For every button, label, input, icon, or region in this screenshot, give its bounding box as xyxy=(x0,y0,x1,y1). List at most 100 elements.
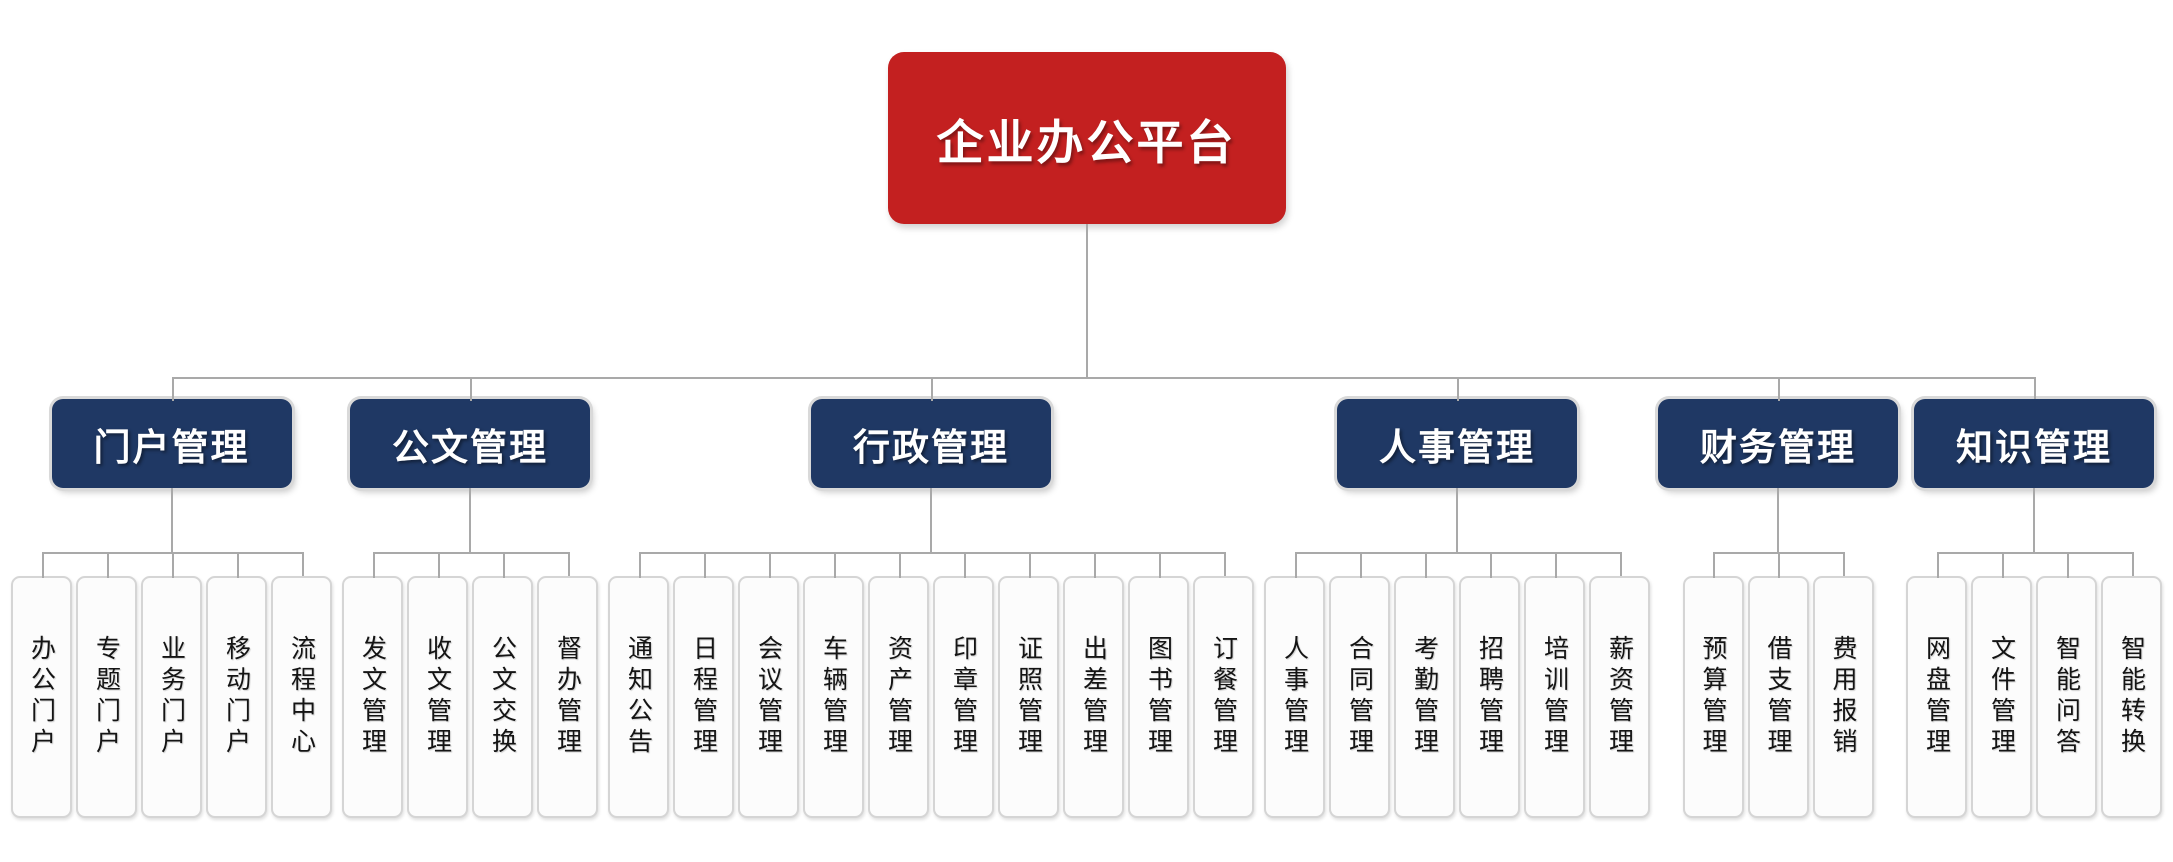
leaf-label: 发文管理 xyxy=(358,635,387,759)
leaf-cell: 车辆管理 xyxy=(801,552,866,818)
leaf-label: 合同管理 xyxy=(1345,635,1374,759)
section-label: 门户管理 xyxy=(93,426,250,468)
leaf-label: 费用报销 xyxy=(1829,635,1857,759)
leaf-row: 预算管理 借支管理 费用报销 xyxy=(1681,552,1876,818)
leaf-label: 预算管理 xyxy=(1699,635,1727,759)
connector-root-stem xyxy=(1085,224,1088,377)
leaf-cell: 文件管理 xyxy=(1969,552,2034,818)
leaf-cell: 借支管理 xyxy=(1745,552,1811,818)
leaf-node: 收文管理 xyxy=(407,576,468,818)
leaf-node: 流程中心 xyxy=(271,576,332,818)
leaf-cell: 收文管理 xyxy=(405,552,470,818)
leaf-cell: 考勤管理 xyxy=(1392,552,1457,818)
leaf-cell: 督办管理 xyxy=(535,552,600,818)
leaf-label: 专题门户 xyxy=(92,635,121,759)
leaf-label: 考勤管理 xyxy=(1410,635,1439,759)
section-label: 财务管理 xyxy=(1700,426,1856,468)
leaf-cell: 订餐管理 xyxy=(1191,552,1256,818)
leaf-cell: 发文管理 xyxy=(340,552,405,818)
leaf-label: 车辆管理 xyxy=(819,635,848,759)
branch-hr-management: 人事管理 人事管理 合同管理 考勤管理 招聘管理 培训管理 薪资管理 xyxy=(1259,377,1655,818)
leaf-cell: 培训管理 xyxy=(1522,552,1587,818)
section-label: 人事管理 xyxy=(1379,426,1535,468)
leaf-cell: 人事管理 xyxy=(1262,552,1327,818)
leaf-label: 资产管理 xyxy=(884,635,913,759)
leaf-node: 车辆管理 xyxy=(803,576,864,818)
section-node-finance-management: 财务管理 xyxy=(1658,399,1898,488)
leaf-label: 办公门户 xyxy=(27,635,56,759)
leaf-label: 人事管理 xyxy=(1280,635,1309,759)
leaf-row: 人事管理 合同管理 考勤管理 招聘管理 培训管理 薪资管理 xyxy=(1262,552,1652,818)
leaf-cell: 移动门户 xyxy=(204,552,269,818)
leaf-node: 日程管理 xyxy=(673,576,734,818)
branch-knowledge-management: 知识管理 网盘管理 文件管理 智能问答 智能转换 xyxy=(1901,377,2167,818)
leaf-label: 薪资管理 xyxy=(1605,635,1634,759)
leaf-node: 考勤管理 xyxy=(1394,576,1455,818)
leaf-cell: 智能问答 xyxy=(2034,552,2099,818)
leaf-cell: 资产管理 xyxy=(866,552,931,818)
leaf-node: 人事管理 xyxy=(1264,576,1325,818)
leaf-row: 办公门户 专题门户 业务门户 移动门户 流程中心 xyxy=(9,552,334,818)
leaf-node: 会议管理 xyxy=(738,576,799,818)
section-node-knowledge-management: 知识管理 xyxy=(1914,399,2154,488)
leaf-cell: 公文交换 xyxy=(470,552,535,818)
connector-stem xyxy=(930,488,932,552)
leaf-label: 收文管理 xyxy=(423,635,452,759)
connector-stem xyxy=(170,488,173,552)
leaf-row: 网盘管理 文件管理 智能问答 智能转换 xyxy=(1904,552,2164,818)
connector-stem xyxy=(1777,488,1779,552)
leaf-node: 出差管理 xyxy=(1063,576,1124,818)
leaf-node: 办公门户 xyxy=(11,576,72,818)
leaf-cell: 合同管理 xyxy=(1327,552,1392,818)
leaf-label: 网盘管理 xyxy=(1922,635,1951,759)
leaf-cell: 智能转换 xyxy=(2099,552,2164,818)
leaf-label: 培训管理 xyxy=(1540,635,1569,759)
section-node-hr-management: 人事管理 xyxy=(1337,399,1577,488)
leaf-cell: 预算管理 xyxy=(1681,552,1746,818)
leaf-label: 会议管理 xyxy=(754,635,783,759)
leaf-node: 招聘管理 xyxy=(1459,576,1520,818)
leaf-cell: 招聘管理 xyxy=(1457,552,1522,818)
leaf-node: 智能问答 xyxy=(2036,576,2097,818)
leaf-label: 通知公告 xyxy=(624,635,653,759)
leaf-node: 预算管理 xyxy=(1682,576,1744,818)
leaf-cell: 网盘管理 xyxy=(1904,552,1969,818)
leaf-label: 印章管理 xyxy=(949,635,978,759)
leaf-node: 发文管理 xyxy=(342,576,403,818)
connector-stem xyxy=(1456,488,1458,552)
leaf-row: 发文管理 收文管理 公文交换 督办管理 xyxy=(340,552,600,818)
leaf-node: 专题门户 xyxy=(76,576,137,818)
leaf-label: 出差管理 xyxy=(1079,635,1108,759)
branch-finance-management: 财务管理 预算管理 借支管理 费用报销 xyxy=(1655,377,1901,818)
section-label: 公文管理 xyxy=(392,426,548,468)
section-label: 知识管理 xyxy=(1956,426,2112,468)
leaf-node: 文件管理 xyxy=(1971,576,2032,818)
leaf-cell: 会议管理 xyxy=(736,552,801,818)
leaf-label: 流程中心 xyxy=(287,635,316,759)
leaf-node: 培训管理 xyxy=(1524,576,1585,818)
section-node-document-management: 公文管理 xyxy=(350,399,590,488)
connector-stem xyxy=(2033,488,2035,552)
root-node-label: 企业办公平台 xyxy=(936,115,1237,169)
leaf-node: 移动门户 xyxy=(206,576,267,818)
leaf-label: 借支管理 xyxy=(1764,635,1792,759)
leaf-node: 公文交换 xyxy=(472,576,533,818)
leaf-node: 印章管理 xyxy=(933,576,994,818)
leaf-cell: 专题门户 xyxy=(74,552,139,818)
section-node-administration-management: 行政管理 xyxy=(811,399,1051,488)
leaf-label: 移动门户 xyxy=(222,635,251,759)
leaf-cell: 图书管理 xyxy=(1126,552,1191,818)
leaf-node: 薪资管理 xyxy=(1589,576,1650,818)
leaf-cell: 出差管理 xyxy=(1061,552,1126,818)
leaf-label: 招聘管理 xyxy=(1475,635,1504,759)
branch-administration-management: 行政管理 通知公告 日程管理 会议管理 车辆管理 资产管理 印章管理 证照管理 … xyxy=(603,377,1259,818)
leaf-label: 业务门户 xyxy=(157,635,186,759)
leaf-label: 公文交换 xyxy=(488,635,517,759)
leaf-node: 订餐管理 xyxy=(1193,576,1254,818)
leaf-label: 智能转换 xyxy=(2117,635,2146,759)
leaf-node: 督办管理 xyxy=(537,576,598,818)
leaf-node: 费用报销 xyxy=(1812,576,1874,818)
branch-document-management: 公文管理 发文管理 收文管理 公文交换 督办管理 xyxy=(337,377,603,818)
leaf-cell: 证照管理 xyxy=(996,552,1061,818)
